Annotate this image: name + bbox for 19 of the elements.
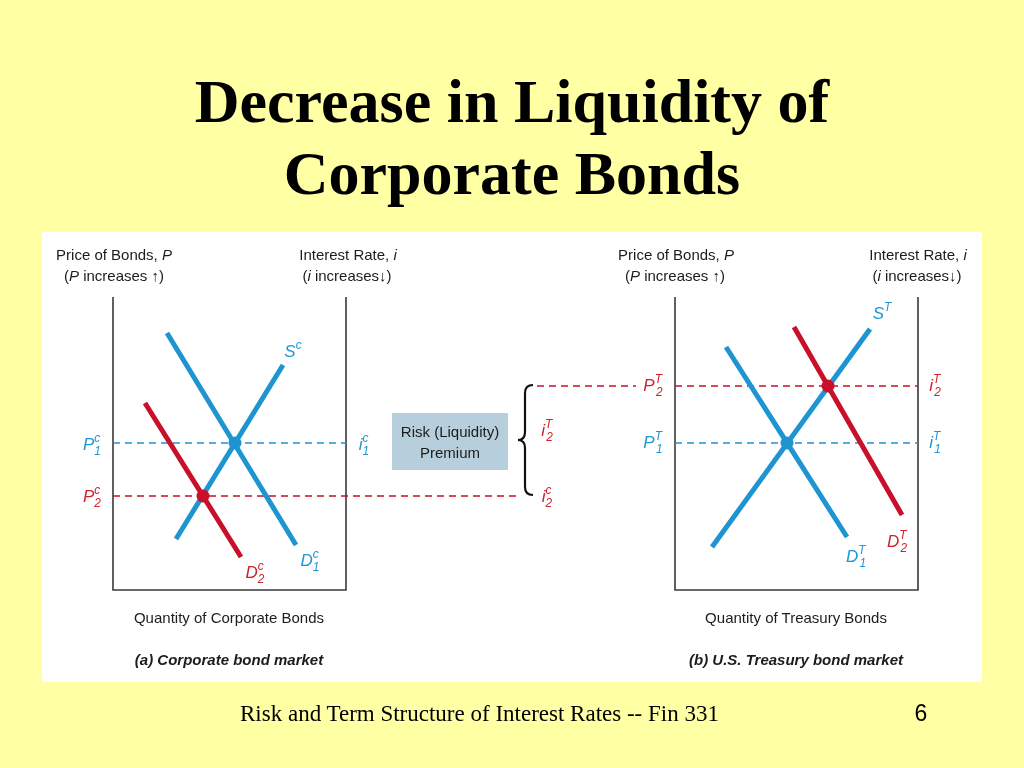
axis-note: (i increases↓) [872, 267, 962, 285]
premium-box [392, 413, 508, 470]
page-number: 6 [914, 700, 928, 726]
axis-label: Quantity of Treasury Bonds [705, 609, 887, 627]
axis-title: Interest Rate, i [869, 246, 967, 264]
slide-footer: Risk and Term Structure of Interest Rates -- Fin 331 [240, 701, 719, 727]
curve-label: S$^{T}$ [872, 302, 892, 322]
premium-label: Risk (Liquidity) Premium [399, 421, 501, 463]
slide-title: Decrease in Liquidity of Corporate Bonds [193, 66, 831, 209]
axis-note: (P increases ↑) [625, 267, 725, 285]
axis-title: Price of Bonds, P [618, 246, 734, 264]
axis-title: Interest Rate, i [299, 246, 397, 264]
axis-title: Price of Bonds, P [56, 246, 172, 264]
panel-caption: (a) Corporate bond market [134, 651, 324, 669]
curve-label: S$^{c}$ [284, 340, 302, 360]
axis-note: (i increases↓) [302, 267, 392, 285]
axis-note: (P increases ↑) [64, 267, 164, 285]
panel-caption: (b) U.S. Treasury bond market [689, 651, 903, 669]
axis-label: Quantity of Corporate Bonds [133, 609, 325, 627]
